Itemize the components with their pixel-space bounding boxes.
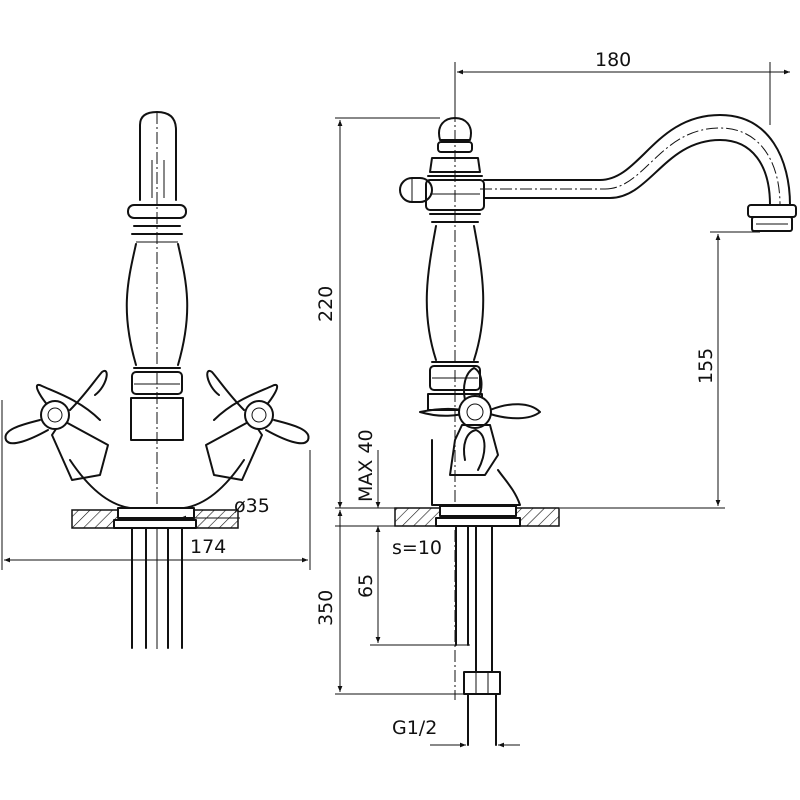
dim-hole-diameter: ø35 [234,495,270,517]
dim-pipe-length: 350 [315,590,337,626]
side-view: 180 220 155 MAX 40 s=10 65 350 G1/2 [315,49,797,748]
front-view: 174 ø35 [1,111,311,650]
dim-max-thickness: MAX 40 [355,429,377,502]
front-base-block [130,397,184,441]
dim-wall-thickness: s=10 [392,537,442,559]
dim-spout-width: 180 [595,49,631,71]
side-fitting [463,671,501,695]
side-handle [419,367,541,476]
side-spout [480,114,797,232]
front-column [125,243,189,366]
dim-handles-width: 174 [190,536,226,558]
front-lever [139,111,177,201]
spout-aerator [747,204,797,218]
dim-pipe-depth: 65 [355,574,377,598]
side-column [425,225,485,361]
side-knob [399,177,433,203]
front-top-collar [127,204,187,219]
front-right-handle [205,369,310,481]
side-body [431,439,521,506]
dim-total-height: 220 [315,286,337,322]
dim-thread: G1/2 [392,717,437,739]
dim-spout-height: 155 [695,348,717,384]
front-left-handle [4,369,109,481]
side-finial [438,117,472,141]
